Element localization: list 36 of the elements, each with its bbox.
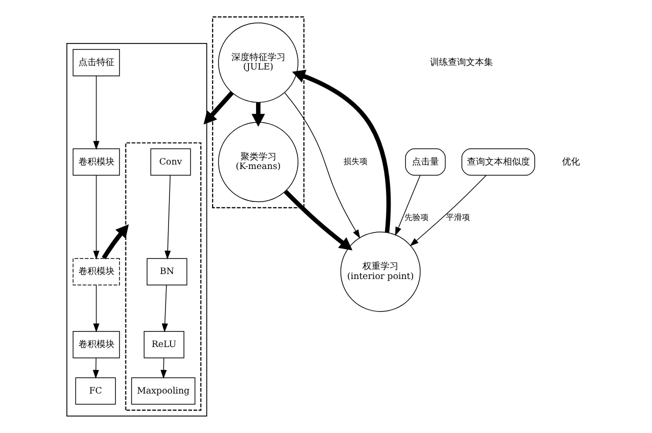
arrow [93,284,100,332]
node-box: BN [146,258,188,286]
node-box: 卷积模块 [72,258,120,286]
arrow [284,92,360,239]
arrow [204,91,234,124]
arrow [102,224,129,260]
arrow [292,70,391,233]
arrow [93,76,100,150]
node-circle: 聚类学习 (K-means) [218,122,298,202]
arrow [160,358,167,379]
node-box: Maxpooling [131,377,196,405]
arrow [162,284,168,332]
label: 训练查询文本集 [430,58,493,68]
arrow [410,175,486,246]
node-circle: 深度特征学习 (JULE) [218,22,298,103]
arrow [164,175,171,260]
edge-label: 损失项 [343,156,368,166]
node-box: 查询文本相似度 [461,148,536,176]
node-box: 卷积模块 [72,148,120,176]
node-box: 点击量 [405,148,446,176]
arrow [284,190,352,250]
arrow [92,358,99,379]
edge-label: 平滑项 [446,212,470,222]
node-box: 卷积模块 [72,330,120,358]
node-box: ReLU [144,330,184,358]
node-box: FC [75,377,116,405]
node-box: Conv [150,148,191,176]
cluster [125,142,202,411]
label: 优化 [562,157,580,168]
cluster [66,43,208,416]
cluster [212,16,304,208]
arrow [395,175,421,236]
arrow [252,102,266,127]
node-box: 点击特征 [72,49,120,76]
arrow [93,175,100,260]
edge-label: 先验项 [404,212,429,222]
